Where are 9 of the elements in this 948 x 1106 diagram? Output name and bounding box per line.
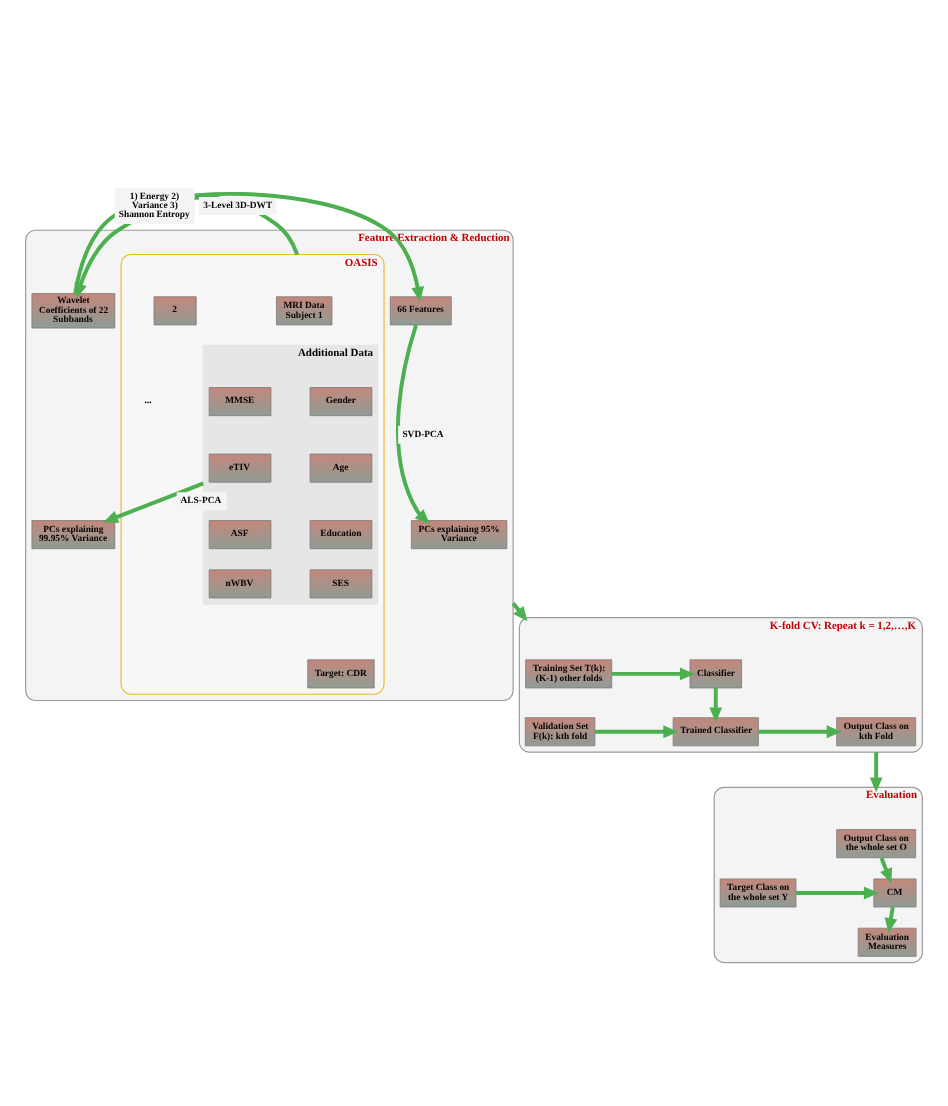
arrow — [884, 907, 898, 933]
arrow — [709, 688, 723, 723]
arrow — [869, 752, 883, 793]
arrow — [103, 481, 204, 523]
arrow — [595, 725, 678, 739]
arrow — [758, 725, 842, 739]
arrow — [611, 667, 695, 681]
arrow — [396, 324, 430, 524]
arrow — [796, 886, 879, 900]
